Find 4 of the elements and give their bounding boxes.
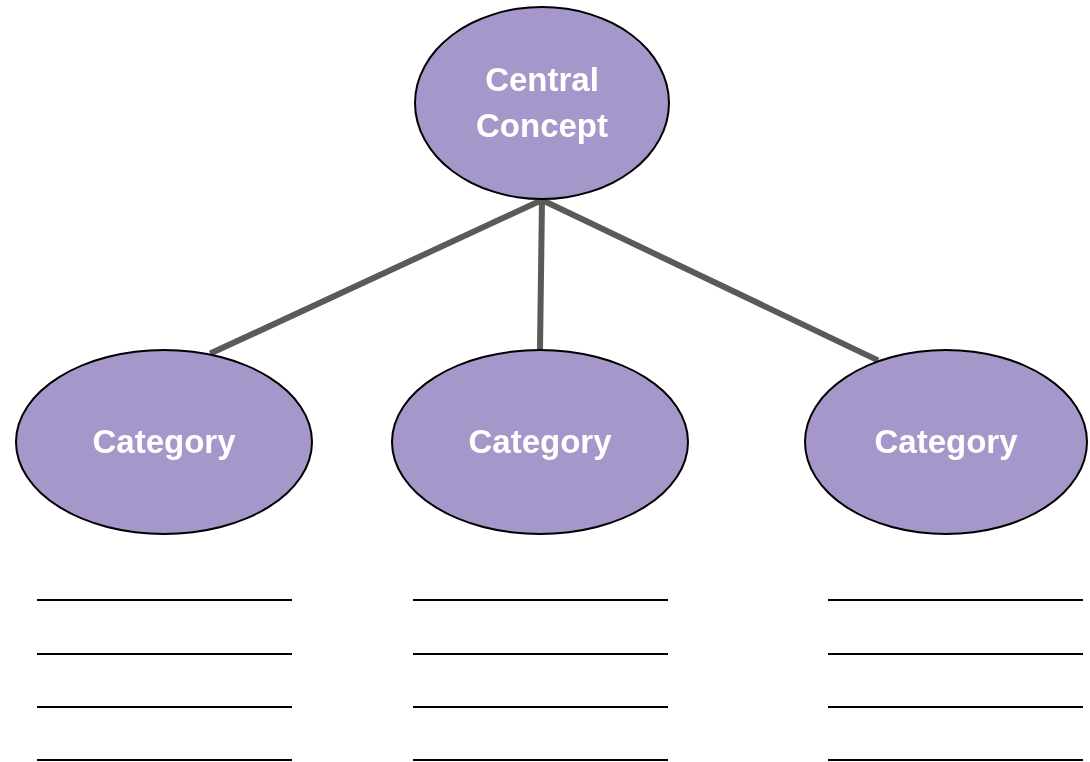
node-label: Central Concept bbox=[475, 59, 609, 146]
node-label: Category bbox=[873, 421, 1019, 462]
node-label: Category bbox=[91, 421, 237, 462]
node-label: Category bbox=[467, 421, 613, 462]
